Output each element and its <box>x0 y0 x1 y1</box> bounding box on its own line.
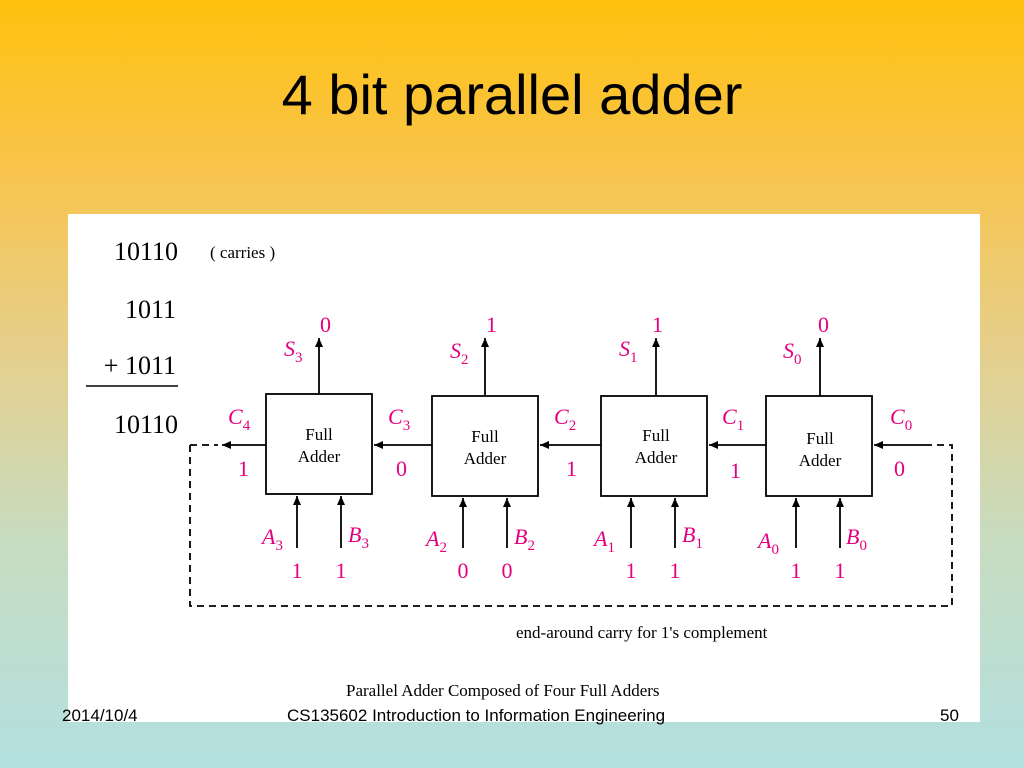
slide-title: 4 bit parallel adder <box>281 63 743 126</box>
s1-label: S1 <box>619 336 638 366</box>
carries-label: ( carries ) <box>210 243 275 262</box>
a2-label: A2 <box>424 526 447 556</box>
a0-label: A0 <box>756 528 779 558</box>
s2-value: 1 <box>486 312 497 337</box>
c2-value: 1 <box>566 456 577 481</box>
c3-label: C3 <box>388 404 410 434</box>
full-adder-3-label-line1: Full <box>305 425 333 444</box>
b2-label: B2 <box>514 524 535 554</box>
s0-value: 0 <box>818 312 829 337</box>
footer-date: 2014/10/4 <box>62 706 138 725</box>
figure-caption: Parallel Adder Composed of Four Full Add… <box>346 681 660 700</box>
s3-label: S3 <box>284 336 303 366</box>
full-adder-2-label-line2: Adder <box>464 449 507 468</box>
full-adder-1-box <box>600 395 708 497</box>
feedback-caption: end-around carry for 1's complement <box>516 623 768 642</box>
b3-value: 1 <box>336 558 347 583</box>
b0-value: 1 <box>835 558 846 583</box>
full-adder-1-label-line1: Full <box>642 426 670 445</box>
c0-value: 0 <box>894 456 905 481</box>
a3-value: 1 <box>292 558 303 583</box>
a0-value: 1 <box>791 558 802 583</box>
full-adder-0-label-line1: Full <box>806 429 834 448</box>
c0-label: C0 <box>890 404 912 434</box>
b1-label: B1 <box>682 522 703 552</box>
c3-value: 0 <box>396 456 407 481</box>
a2-value: 0 <box>458 558 469 583</box>
s3-value: 0 <box>320 312 331 337</box>
footer-course: CS135602 Introduction to Information Eng… <box>287 706 666 725</box>
b3-label: B3 <box>348 522 369 552</box>
s2-label: S2 <box>450 338 469 368</box>
s0-label: S0 <box>783 338 802 368</box>
c2-label: C2 <box>554 404 576 434</box>
adder-diagram: 10110 ( carries ) 1011 + 1011 10110 Full… <box>86 237 953 700</box>
operand-b: + 1011 <box>104 351 176 380</box>
s1-value: 1 <box>652 312 663 337</box>
a3-label: A3 <box>260 524 283 554</box>
footer-page-number: 50 <box>940 706 959 725</box>
c4-label: C4 <box>228 404 251 434</box>
b0-label: B0 <box>846 524 867 554</box>
b2-value: 0 <box>502 558 513 583</box>
a1-value: 1 <box>626 558 637 583</box>
full-adder-0-box <box>765 395 873 497</box>
full-adder-3-label-line2: Adder <box>298 447 341 466</box>
full-adder-2-label-line1: Full <box>471 427 499 446</box>
c1-value: 1 <box>730 458 741 483</box>
a1-label: A1 <box>592 526 615 556</box>
b1-value: 1 <box>670 558 681 583</box>
full-adder-2-box <box>431 395 539 497</box>
full-adder-0-label-line2: Adder <box>799 451 842 470</box>
full-adder-3-box <box>265 393 373 495</box>
figure-panel: 10110 ( carries ) 1011 + 1011 10110 Full… <box>68 214 980 722</box>
sum-result: 10110 <box>114 410 178 439</box>
c4-value: 1 <box>238 456 249 481</box>
end-around-carry-loop <box>189 444 953 607</box>
carries-row: 10110 <box>114 237 178 266</box>
c1-label: C1 <box>722 404 744 434</box>
full-adder-1-label-line2: Adder <box>635 448 678 467</box>
operand-a: 1011 <box>125 295 176 324</box>
